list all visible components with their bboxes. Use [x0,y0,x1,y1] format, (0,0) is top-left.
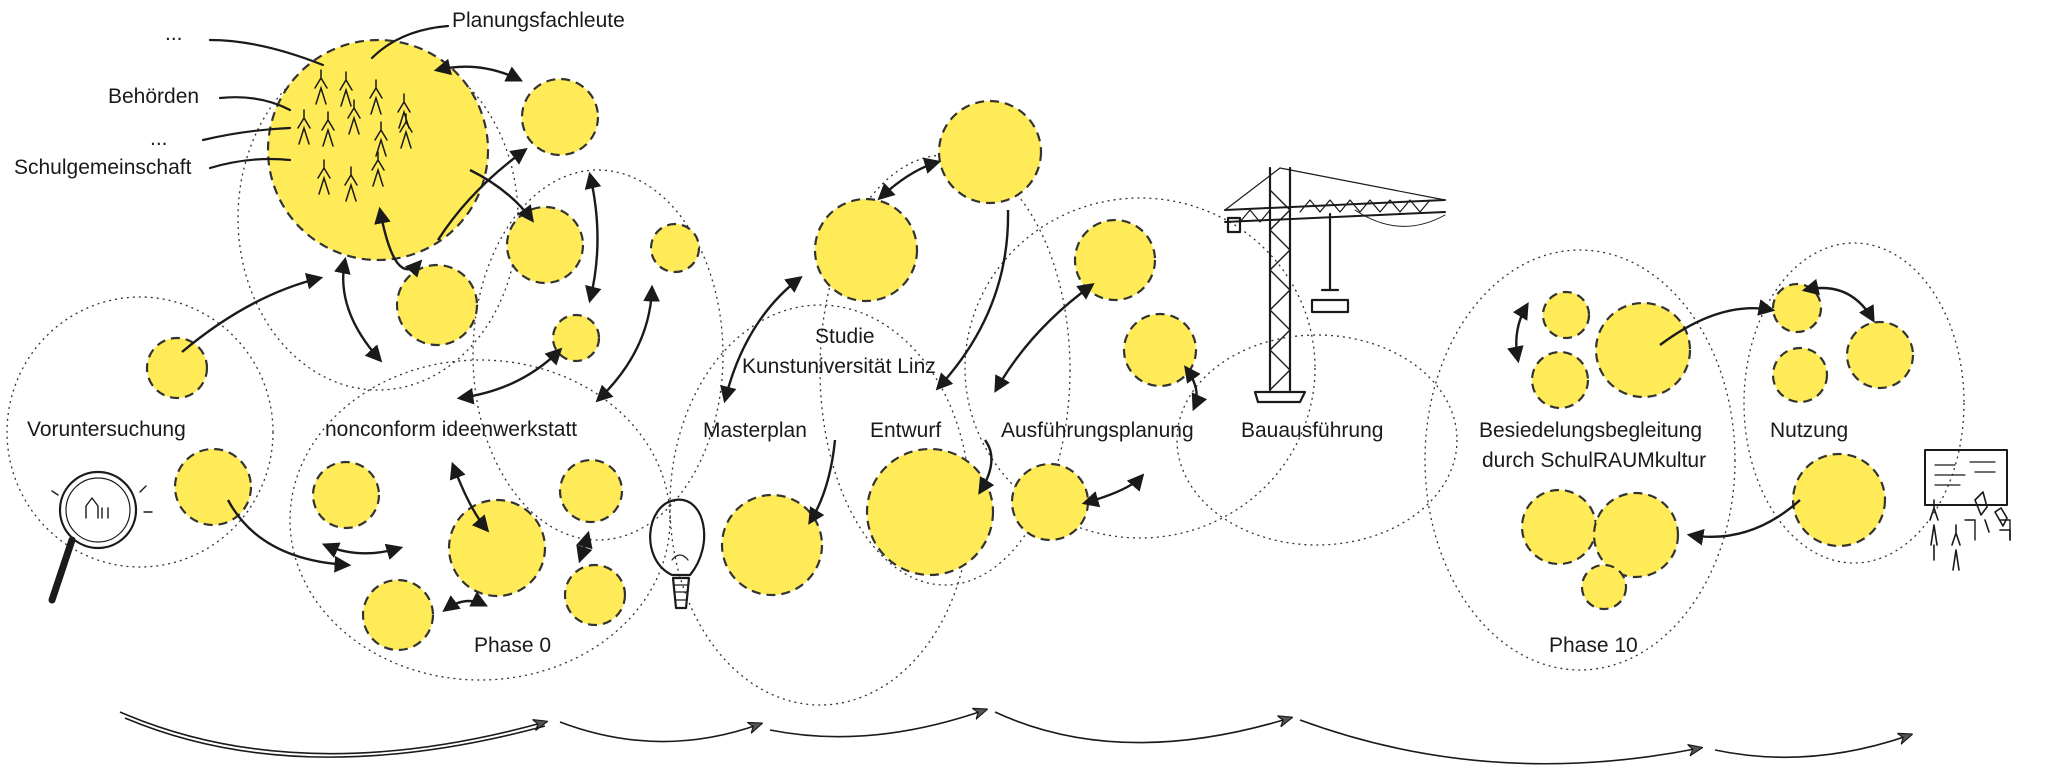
label-voruntersuchung: Voruntersuchung [27,418,186,441]
bubbles [145,38,1915,652]
bubble [1122,312,1198,388]
classroom-icon [1924,449,2011,571]
group-ideenwerkstatt [289,359,671,681]
bubble [865,447,995,577]
bubble [720,493,824,597]
label-bauausfuehrung: Bauausführung [1241,419,1383,442]
bubble [1771,282,1823,334]
bubble [311,460,381,530]
bubble [558,458,624,524]
bubble [173,447,253,527]
crane-icon [1224,166,1446,404]
bubble [1592,491,1680,579]
magnifier-icon [48,470,153,604]
label-behoerden: Behörden [108,85,199,108]
labels: ... Planungsfachleute Behörden ... Schul… [14,9,1848,657]
people-icon [297,69,413,202]
bubble [1530,350,1590,410]
bubble [361,578,435,652]
bubble [1073,218,1157,302]
group-bauausfuehrung [1176,334,1458,546]
label-ausfuehrungsplanung: Ausführungsplanung [1001,419,1194,442]
bubble [1771,346,1829,404]
label-ellipsis-mid: ... [150,127,168,150]
flow-arrows [119,710,1910,765]
bubble [551,313,601,363]
lightbulb-icon [649,498,706,610]
bubble [1010,462,1090,542]
bubble [505,205,585,285]
group-ausfuehrungsplanung [964,197,1316,539]
bubble [520,77,600,157]
bubble [1845,320,1915,390]
arrows [181,58,1875,613]
label-phase0: Phase 0 [474,634,551,657]
bubble [145,336,209,400]
bubble [937,99,1043,205]
label-ideenwerkstatt: nonconform ideenwerkstatt [325,418,577,441]
bubble [1580,563,1628,611]
label-ellipsis-top: ... [165,22,183,45]
label-besiedelung: Besiedelungsbegleitung [1479,419,1702,442]
label-phase10: Phase 10 [1549,634,1638,657]
label-kunstuniversitaet: Kunstuniversität Linz [742,355,936,378]
label-studie: Studie [815,325,875,348]
label-schulgemeinschaft: Schulgemeinschaft [14,156,192,179]
bubble [649,222,701,274]
label-nutzung: Nutzung [1770,419,1848,442]
bubble [1520,488,1598,566]
bubble [813,197,919,303]
bubble [395,263,479,347]
group-nutzung [1743,242,1965,564]
bubble [1594,301,1692,399]
group-voruntersuchung [6,296,274,568]
label-entwurf: Entwurf [870,419,941,442]
label-planungsfachleute: Planungsfachleute [452,9,625,32]
bubble [563,563,627,627]
bubble [1791,452,1887,548]
label-masterplan: Masterplan [703,419,807,442]
stakeholder-pointers [201,24,450,170]
bubble [447,498,547,598]
label-schulraumkultur: durch SchulRAUMkultur [1482,449,1706,472]
bubble [1541,290,1591,340]
group-besiedelung [1424,249,1736,671]
